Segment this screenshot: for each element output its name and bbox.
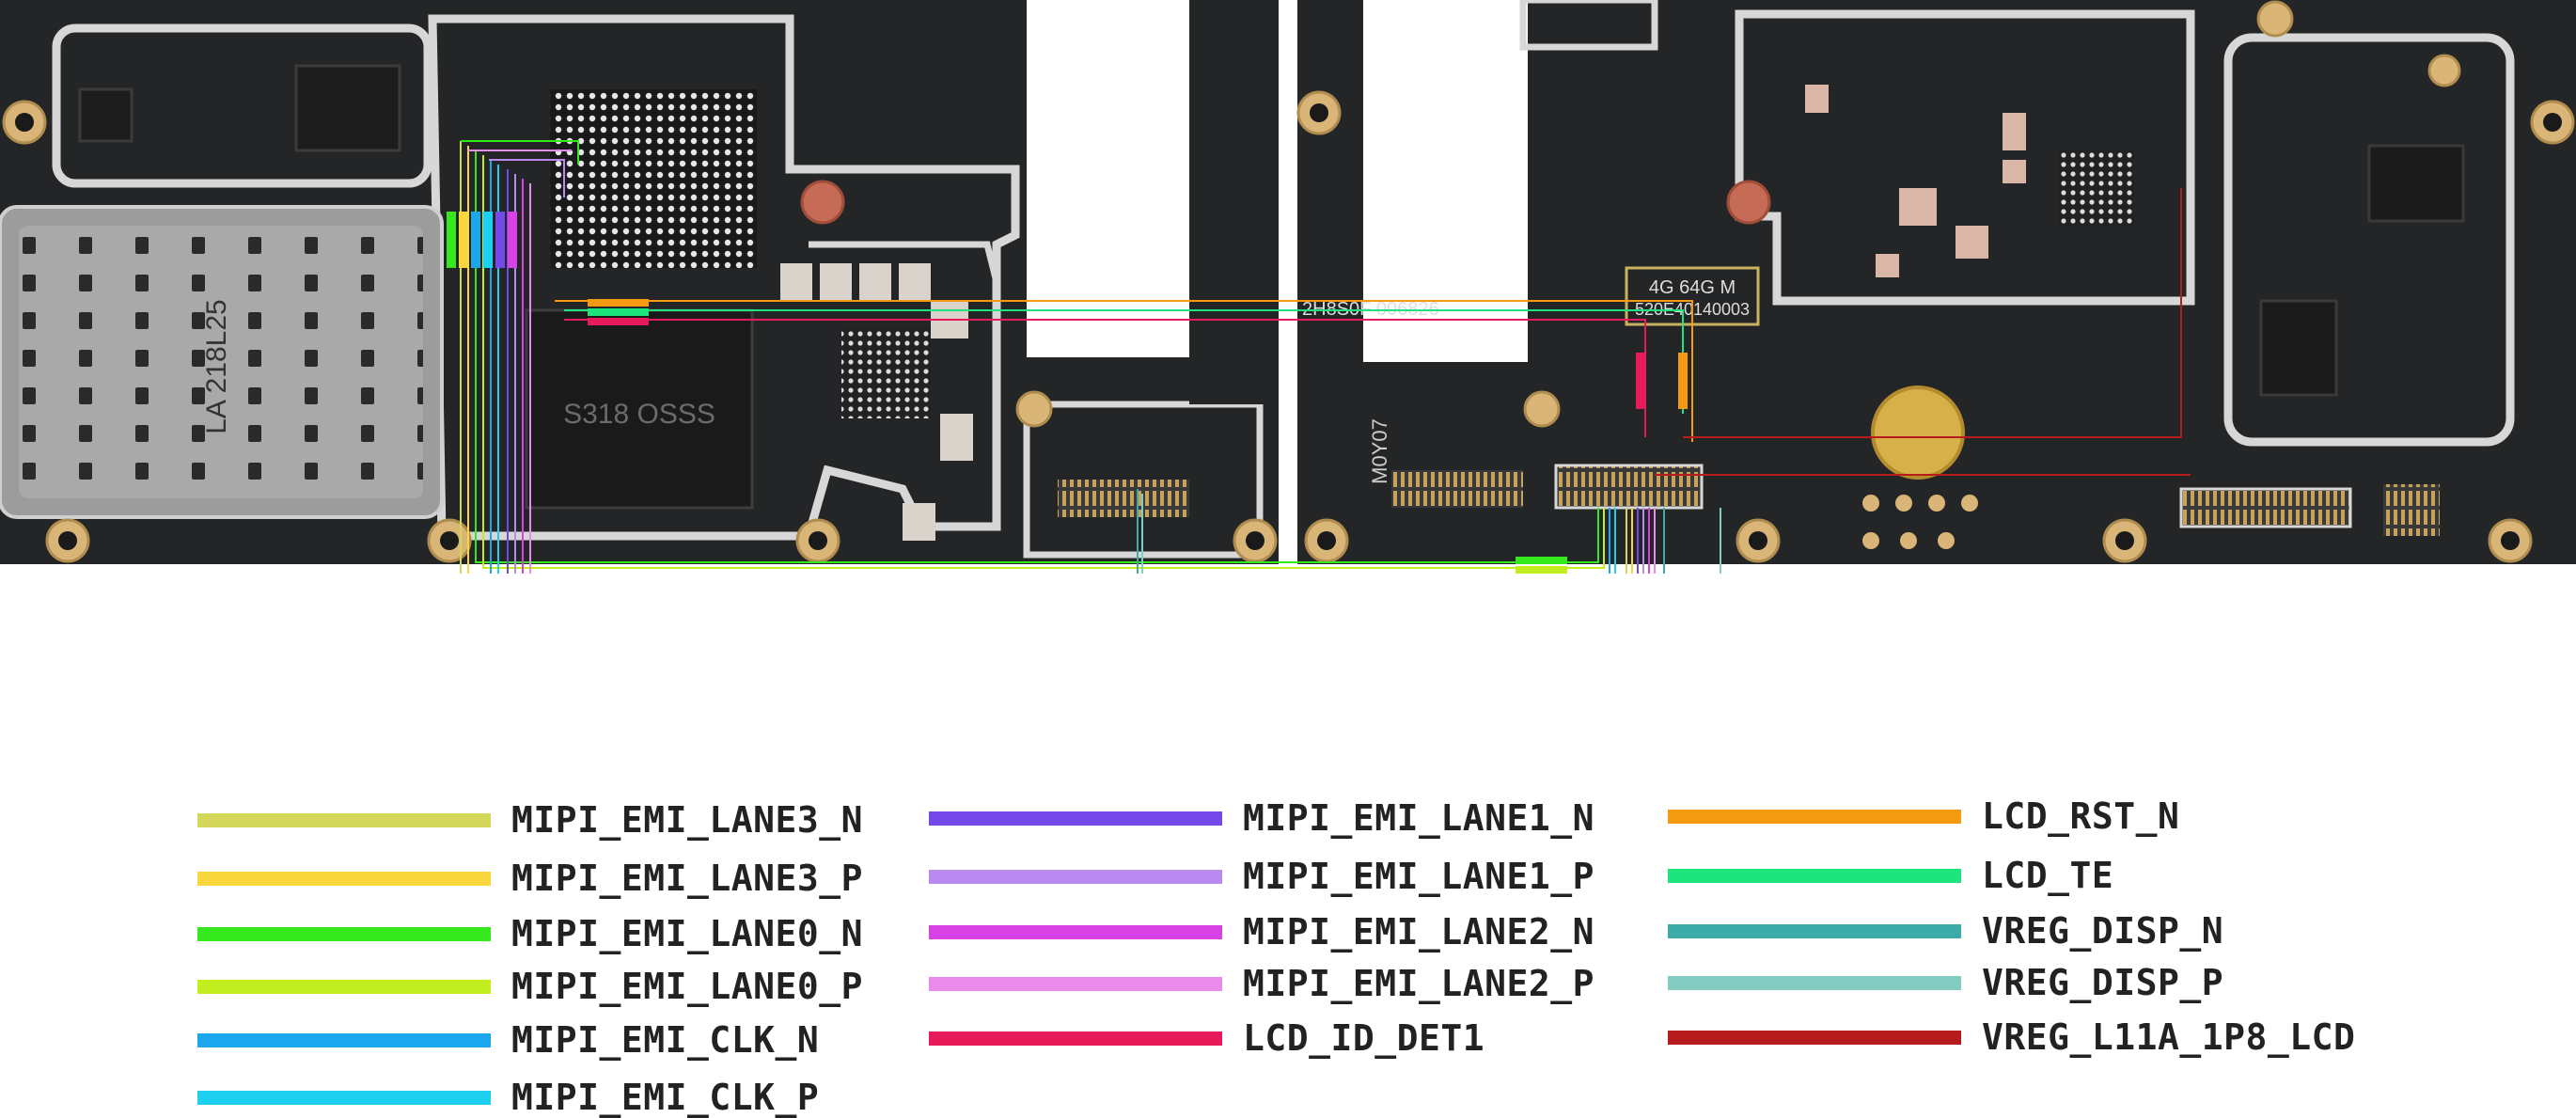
rf-shield-outline [52,24,432,188]
legend-item-mipi-lane2-p: MIPI_EMI_LANE2_P [929,963,1595,1004]
legend-label: MIPI_EMI_LANE2_P [1243,963,1595,1004]
legend-item-vreg-disp-p: VREG_DISP_P [1668,962,2224,1003]
legend-item-mipi-clk-n: MIPI_EMI_CLK_N [197,1019,820,1061]
legend-label: MIPI_EMI_LANE1_N [1243,797,1595,839]
legend-swatch [1668,1030,1961,1045]
legend-swatch [929,1031,1222,1046]
legend-swatch [1668,809,1961,824]
trace-mipi-clk-n [490,160,1610,574]
pa-module-chip [2259,299,2338,397]
legend-label: MIPI_EMI_LANE3_N [511,799,864,841]
trace-mipi-lane2-n [522,179,1650,574]
transceiver-bga-chip [2059,150,2134,226]
legend-label: MIPI_EMI_CLK_P [511,1077,820,1118]
sim-tray-label: LA 218L25 [201,299,232,433]
legend-swatch [197,979,491,994]
soc-bga-chip [550,89,757,268]
signal-trace-overlay [447,140,2191,574]
legend-item-lcd-id-det1: LCD_ID_DET1 [929,1017,1485,1059]
legend-swatch [1668,975,1961,990]
legend-item-mipi-lane1-p: MIPI_EMI_LANE1_P [929,856,1595,897]
trace-mipi-lane3-p [467,146,1633,574]
rf-ic-chip [294,64,401,152]
legend-label: MIPI_EMI_LANE0_N [511,913,864,954]
legend-item-lcd-rst-n: LCD_RST_N [1668,795,2180,837]
legend-item-mipi-lane3-n: MIPI_EMI_LANE3_N [197,799,864,841]
legend-label: LCD_ID_DET1 [1243,1017,1485,1059]
trace-mipi-lane2-p [529,183,1656,574]
sim-card-tray: LA 218L25 [0,205,444,519]
trace-mipi-lane0-p [482,155,1605,569]
legend-item-mipi-clk-p: MIPI_EMI_CLK_P [197,1077,820,1118]
legend-swatch [197,871,491,886]
legend-label: LCD_TE [1982,855,2114,896]
nand-chip-label: S318 OSSS [563,399,715,430]
legend-swatch [929,924,1222,939]
display-connector-left [1391,470,1523,508]
rf-module-chip [2367,144,2465,223]
nand-flash-chip: S318 OSSS [525,308,754,510]
trace-mipi-lane1-p [514,174,1644,574]
legend-label: MIPI_EMI_CLK_N [511,1019,820,1061]
board-connector-right [2179,487,2352,528]
legend-swatch [929,869,1222,884]
battery-connector [2383,484,2440,536]
legend-swatch [197,926,491,941]
left-board-section: LA 218L25 S318 OSSS [0,0,1279,564]
legend-swatch [197,1032,491,1047]
right-board-section: 2H8S0F 006826 M0Y07 4G 64G M 520E4014000… [1296,0,2576,564]
pcb-board-diagram: LA 218L25 S318 OSSS [0,0,2576,574]
legend-label: MIPI_EMI_LANE1_P [1243,856,1595,897]
trace-mipi-clk-p [497,165,1616,574]
pmic-bga-chip [841,329,931,418]
legend-swatch [929,811,1222,826]
memory-size-label: 4G 64G M [1649,277,1736,298]
trace-vreg-l11a [1683,188,2182,438]
board-code-label: M0Y07 [1368,418,1391,484]
legend-label: MIPI_EMI_LANE3_P [511,858,864,899]
legend-item-vreg-l11a-1p8-lcd: VREG_L11A_1P8_LCD [1668,1016,2356,1058]
legend-label: VREG_DISP_P [1982,962,2224,1003]
legend-swatch [1668,923,1961,938]
small-ic-chip [78,87,134,143]
legend-label: LCD_RST_N [1982,795,2180,837]
legend-label: VREG_L11A_1P8_LCD [1982,1016,2356,1058]
legend-item-mipi-lane3-p: MIPI_EMI_LANE3_P [197,858,864,899]
legend-item-mipi-lane0-n: MIPI_EMI_LANE0_N [197,913,864,954]
legend-label: MIPI_EMI_LANE0_P [511,966,864,1007]
legend-item-mipi-lane2-n: MIPI_EMI_LANE2_N [929,911,1595,953]
legend-label: MIPI_EMI_LANE2_N [1243,911,1595,953]
legend-item-lcd-te: LCD_TE [1668,855,2114,896]
legend: MIPI_EMI_LANE3_N MIPI_EMI_LANE3_P MIPI_E… [0,762,2576,1118]
legend-swatch [929,976,1222,991]
legend-label: VREG_DISP_N [1982,910,2224,952]
trace-mipi-lane3-n [460,141,1627,574]
legend-swatch [197,812,491,827]
legend-swatch [1668,868,1961,883]
legend-swatch [197,1090,491,1105]
legend-item-vreg-disp-n: VREG_DISP_N [1668,910,2224,952]
gold-contact-disc [1871,386,1965,480]
display-connector [1554,464,1704,510]
trace-lcd-rst-n [555,300,1693,442]
trace-vreg-disp-n [1137,489,1665,574]
trace-mipi-lane1-n [507,169,1639,574]
trace-mipi-lane0-n [475,150,1599,563]
legend-item-mipi-lane0-p: MIPI_EMI_LANE0_P [197,966,864,1007]
small-connector [1058,480,1189,517]
trace-vreg-disp-p [1141,494,1721,574]
legend-item-mipi-lane1-n: MIPI_EMI_LANE1_N [929,797,1595,839]
